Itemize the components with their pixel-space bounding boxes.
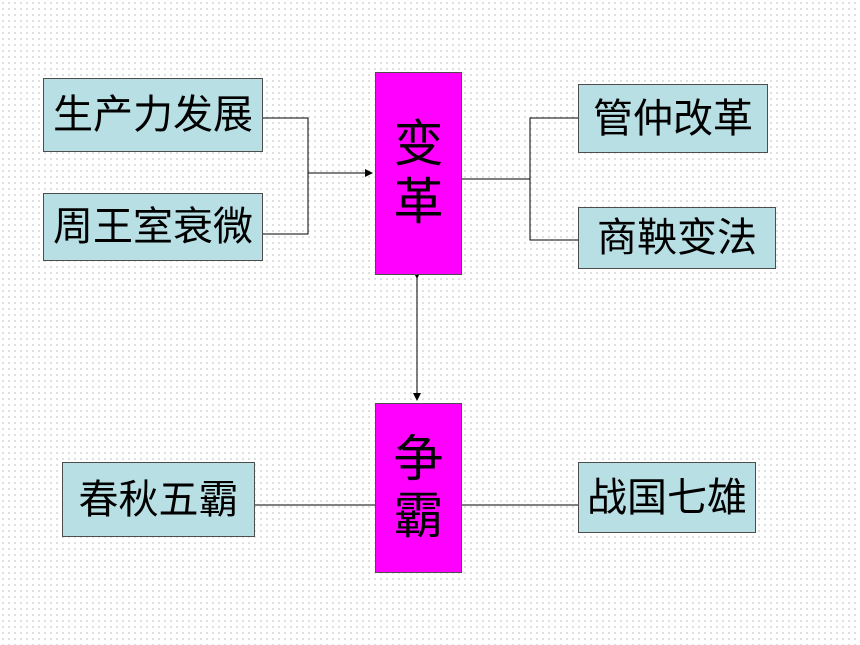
reform-example-label: 管仲改革	[593, 95, 753, 142]
hegemony-char: 争	[393, 429, 444, 488]
cause-label: 周王室衰微	[53, 204, 253, 250]
reform-box-shangyang: 商鞅变法	[578, 207, 776, 269]
cause-label: 生产力发展	[53, 92, 253, 138]
period-label: 春秋五霸	[78, 476, 239, 523]
period-box-spring-autumn: 春秋五霸	[62, 462, 255, 537]
reform-char: 变	[393, 115, 444, 173]
cause-box-zhou-decline: 周王室衰微	[43, 193, 263, 261]
hegemony-box: 争 霸	[375, 403, 462, 573]
reform-box: 变 革	[375, 72, 462, 275]
reform-char: 革	[393, 172, 444, 231]
cause-box-productivity: 生产力发展	[43, 78, 263, 152]
reform-example-label: 商鞅变法	[597, 215, 757, 261]
cause-bracket-line	[263, 117, 309, 235]
reform-box-guanzhong: 管仲改革	[578, 84, 768, 153]
period-label: 战国七雄	[587, 474, 747, 521]
period-box-warring-states: 战国七雄	[578, 462, 756, 533]
reforms-bracket-line	[529, 117, 578, 241]
hegemony-char: 霸	[393, 487, 444, 545]
